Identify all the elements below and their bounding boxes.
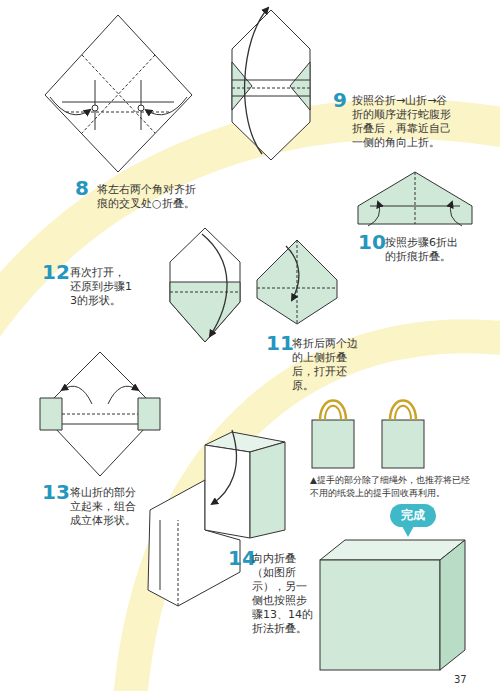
- step14-figure: [148, 430, 285, 606]
- step8-figure-part: [146, 97, 187, 115]
- step-text: 向内折叠（如图所示），另一侧也按照步骤13、14的折法折叠。: [252, 552, 316, 636]
- bag-figure: [312, 401, 424, 469]
- step13-figure-part: [108, 386, 138, 404]
- step8-figure-part: [82, 55, 155, 133]
- finish-bubble: 完成: [390, 504, 436, 527]
- step8-figure-part: [138, 105, 144, 111]
- step-number: 11: [266, 333, 294, 353]
- step13-figure-part: [138, 398, 160, 430]
- step-text: 按照谷折→山折→谷折的顺序进行蛇腹形折叠后，再靠近自己一侧的角向上折。: [352, 94, 452, 150]
- step12-figure-part: [170, 292, 240, 293]
- step14-figure-part: [205, 445, 250, 538]
- bag-figure-part: [325, 406, 341, 420]
- step8-figure-part: [66, 112, 170, 113]
- step11-figure-part: [297, 240, 298, 324]
- step12-figure: [170, 228, 240, 342]
- step13-figure: [40, 352, 160, 476]
- step14-figure-part: [178, 520, 179, 606]
- step14-figure-part: [160, 520, 161, 590]
- step14-figure-part: [212, 430, 236, 504]
- step10-figure: [358, 172, 472, 226]
- step-number: 10: [358, 232, 386, 252]
- step-text: 再次打开，还原到步骤13的形状。: [70, 266, 132, 308]
- step8-figure-part: [82, 55, 155, 133]
- step12-figure-part: [202, 234, 227, 336]
- step11-figure-part: [286, 246, 299, 300]
- step-number: 13: [42, 482, 70, 502]
- step9-figure-part: [232, 88, 310, 89]
- step10-figure-part: [415, 172, 416, 224]
- step8-figure-part: [50, 97, 90, 115]
- step11-figure: [257, 240, 337, 324]
- background-swoosh-part: [130, 336, 500, 691]
- bag-figure-part: [395, 406, 411, 420]
- step8-figure-part: [62, 102, 174, 103]
- step9-figure-part: [232, 80, 310, 81]
- finished-box-part: [320, 560, 440, 670]
- note-text: ▲提手的部分除了细绳外，也推荐将已经不用的纸袋上的提手回收再利用。: [310, 474, 474, 500]
- step10-figure-part: [368, 202, 380, 226]
- step12-figure-part: [170, 228, 240, 342]
- step9-figure-part: [232, 10, 310, 160]
- bubble-tail: [402, 526, 414, 537]
- bubble-text: 完成: [401, 508, 425, 523]
- step-number: 14: [228, 548, 256, 568]
- bag-figure-part: [382, 420, 424, 468]
- step13-figure-part: [40, 352, 160, 476]
- step8-figure-part: [45, 15, 192, 172]
- step13-figure-part: [62, 386, 92, 404]
- finished-box: [320, 540, 465, 670]
- finished-box-part: [440, 540, 465, 670]
- step13-figure-part: [40, 398, 62, 430]
- step13-figure-part: [62, 414, 138, 415]
- bag-figure-part: [312, 420, 354, 468]
- background-swoosh-part: [0, 119, 500, 330]
- bag-figure-part: [390, 401, 416, 421]
- step10-figure-part: [450, 202, 462, 226]
- step12-figure-part: [170, 282, 240, 342]
- step8-figure: [45, 15, 192, 172]
- step8-figure-part: [92, 105, 98, 111]
- step-number: 12: [42, 262, 70, 282]
- step-number: 9: [333, 90, 347, 110]
- step10-figure-part: [358, 172, 472, 224]
- step9-figure-part: [290, 62, 310, 110]
- step9-figure-part: [232, 96, 310, 97]
- step-text: 将山折的部分立起来，组合成立体形状。: [70, 486, 136, 528]
- bag-figure-part: [320, 401, 346, 421]
- step-text: 将折后两个边的上侧折叠后，打开还原。: [292, 337, 364, 393]
- background-swoosh: [0, 119, 500, 691]
- step14-figure-part: [250, 442, 285, 538]
- step-text: 按照步骤6折出的折痕折叠。: [385, 236, 465, 264]
- step9-figure-part: [245, 8, 268, 154]
- step11-figure-part: [257, 240, 337, 324]
- step-text: 将左右两个角对齐折痕的交叉处○折叠。: [97, 183, 202, 211]
- step13-figure-part: [62, 424, 138, 425]
- step-number: 8: [75, 178, 89, 198]
- step9-figure: [232, 8, 310, 160]
- step10-figure-part: [370, 206, 460, 207]
- page-number: 37: [454, 674, 467, 686]
- step9-figure-part: [232, 62, 252, 110]
